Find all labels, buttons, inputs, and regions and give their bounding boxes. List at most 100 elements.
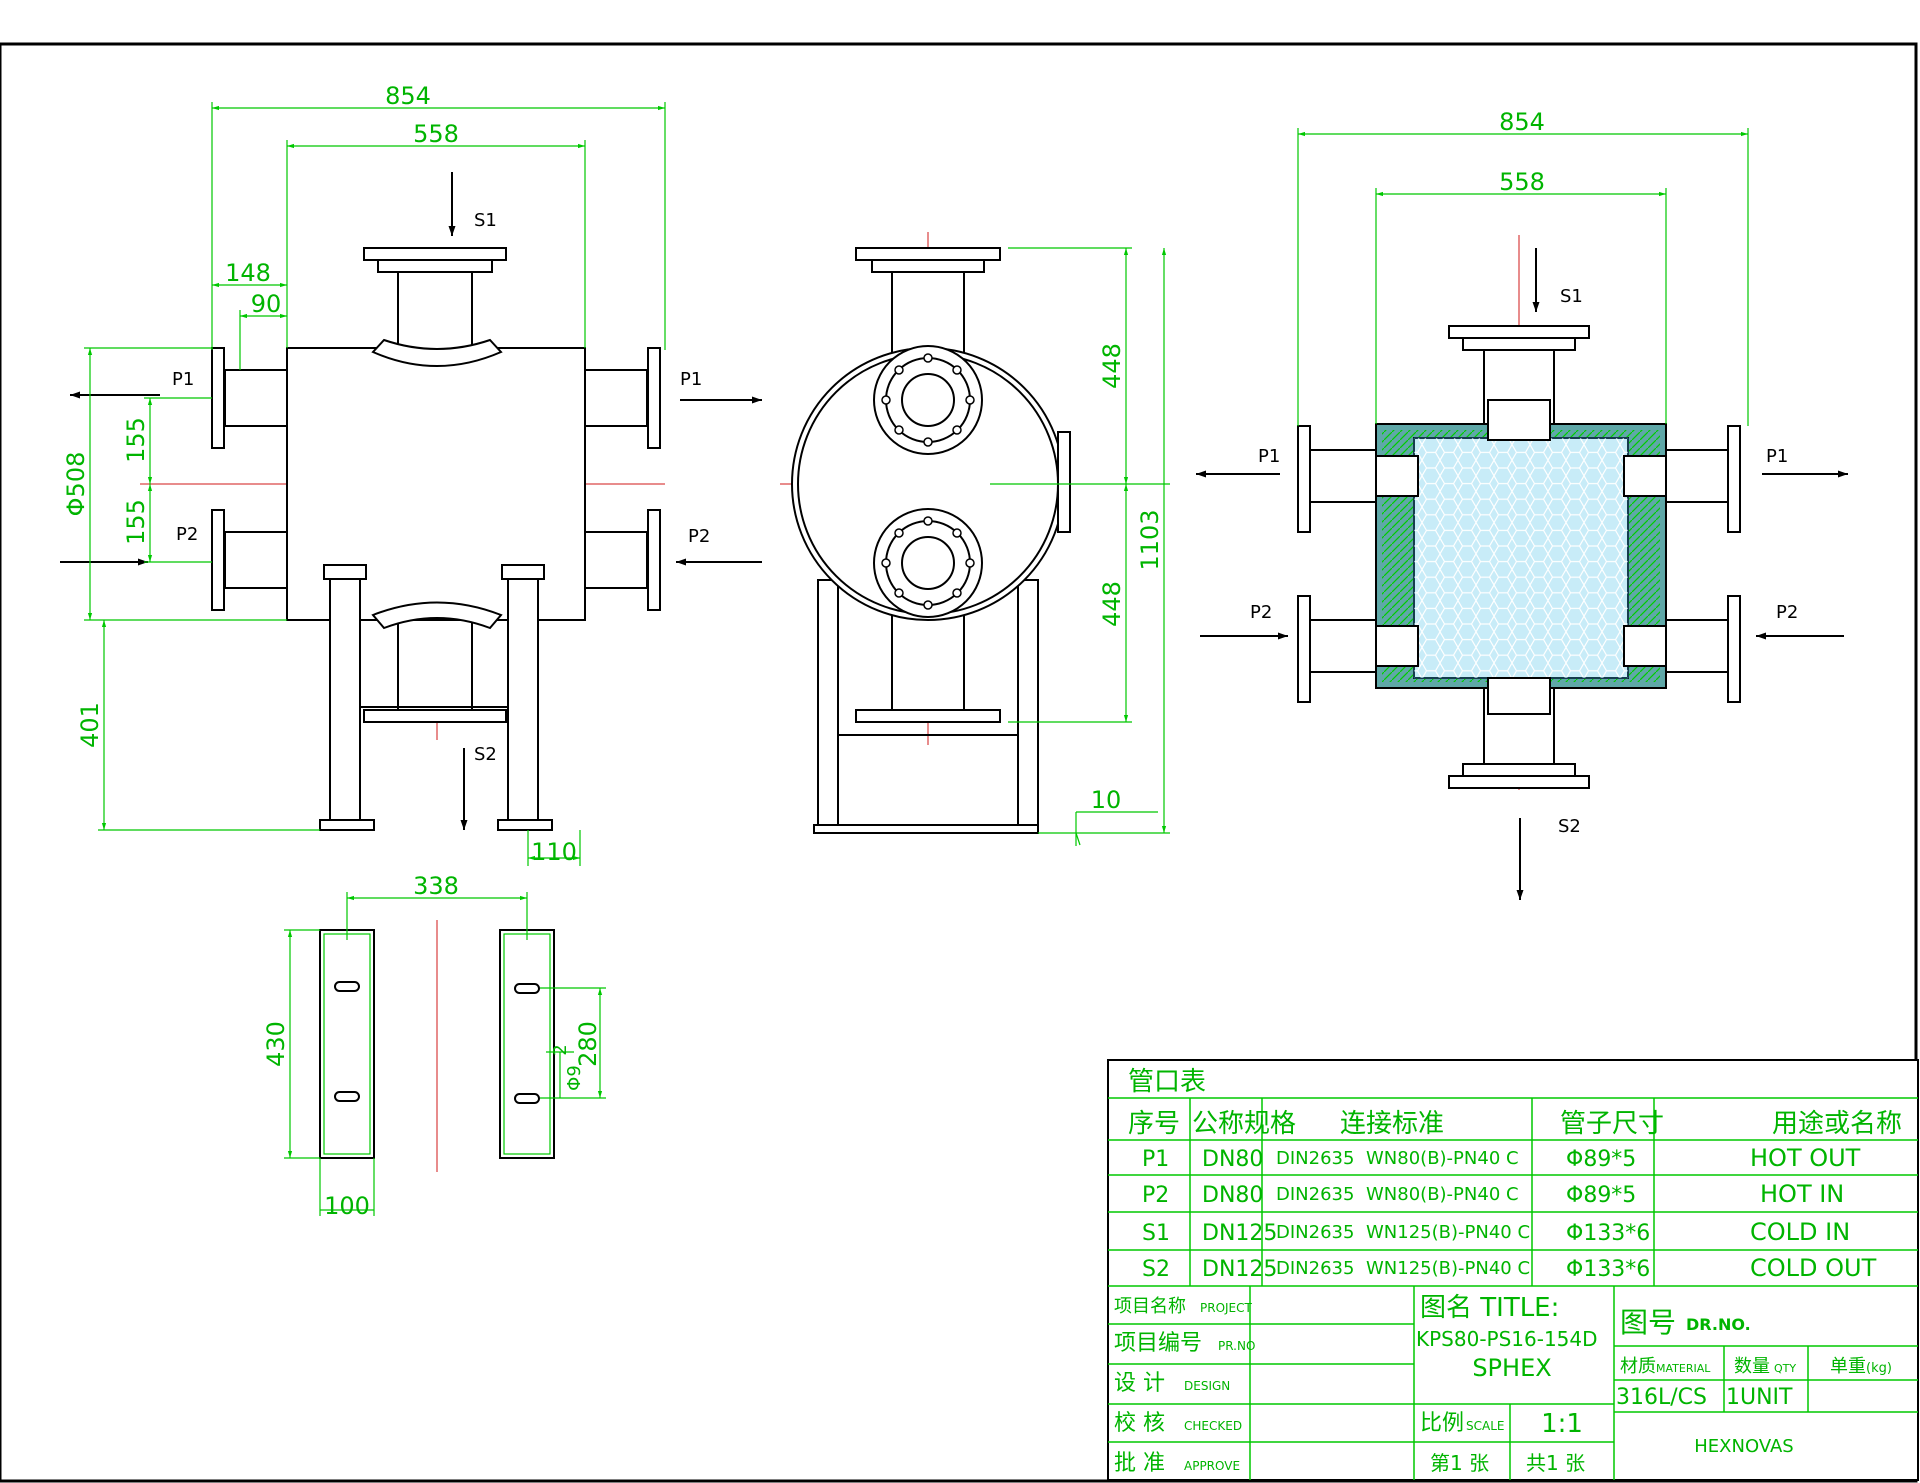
flange-p2-left — [211, 509, 225, 611]
row-size: Φ89*5 — [1566, 1147, 1636, 1172]
dim-front-148: 148 — [225, 259, 271, 287]
design-label-cn: 设 计 — [1114, 1371, 1165, 1396]
leg-left — [329, 564, 361, 828]
row-nominal: DN125 — [1202, 1221, 1277, 1246]
title-block-text: 项目名称 PROJECT 项目编号 PR.NO 设 计 DESIGN 校 核 C… — [1114, 1293, 1892, 1476]
dim-front-90: 90 — [251, 290, 282, 318]
flange-side-top — [855, 247, 1001, 261]
dim-foot-slot-w: 2 — [550, 1044, 571, 1055]
dim-side-10: 10 — [1091, 786, 1122, 814]
row-std1: DIN2635 — [1276, 1258, 1354, 1279]
row-std2: WN80(B)-PN40 C — [1366, 1148, 1519, 1169]
section-label-p2-left: P2 — [1250, 602, 1272, 623]
scale-label-cn: 比例 — [1420, 1411, 1464, 1436]
flange-section-p1-left — [1297, 425, 1311, 533]
row-usage: HOT IN — [1760, 1180, 1844, 1208]
nozzle-table-text: 管口表 序号 公称规格 连接标准 管子尺寸 用途或名称 P1 DN80 DIN2… — [1128, 1067, 1902, 1282]
drawing-border — [0, 42, 1918, 1483]
dim-front-155-bottom: 155 — [122, 499, 150, 545]
qty-label-cn: 数量 — [1734, 1356, 1770, 1377]
row-size: Φ133*6 — [1566, 1221, 1650, 1246]
dim-foot-430: 430 — [262, 1021, 290, 1067]
material-value: 316L/CS — [1616, 1385, 1707, 1410]
dim-foot-100: 100 — [324, 1192, 370, 1220]
checked-label-en: CHECKED — [1184, 1419, 1242, 1433]
row-usage: COLD IN — [1750, 1218, 1850, 1246]
drno-label-en: DR.NO. — [1686, 1315, 1751, 1334]
row-std1: DIN2635 — [1276, 1148, 1354, 1169]
table-row: P2 DN80 DIN2635 WN80(B)-PN40 C Φ89*5 HOT… — [1142, 1180, 1844, 1208]
dim-front-854: 854 — [385, 82, 431, 110]
side-view — [780, 232, 1080, 834]
foot-detail-dimensions — [284, 892, 606, 1216]
flange-section-s2 — [1448, 775, 1590, 789]
row-size: Φ89*5 — [1566, 1183, 1636, 1208]
flange-section-p1-right — [1727, 425, 1741, 533]
title-name: SPHEX — [1472, 1354, 1551, 1382]
dim-side-448-bottom: 448 — [1098, 581, 1126, 627]
front-view — [140, 247, 665, 831]
title-model: KPS80-PS16-154D — [1416, 1327, 1598, 1351]
section-label-p1-left: P1 — [1258, 446, 1280, 467]
row-no: P1 — [1142, 1147, 1169, 1172]
sheet-no: 第1 张 — [1430, 1451, 1489, 1475]
checked-label-cn: 校 核 — [1114, 1411, 1165, 1436]
section-view-arrows — [1196, 248, 1848, 900]
prno-label-cn: 项目编号 — [1114, 1331, 1202, 1356]
port-label-p1-right: P1 — [680, 369, 702, 390]
row-std2: WN125(B)-PN40 C — [1366, 1258, 1530, 1279]
scale-label-en: SCALE — [1466, 1419, 1504, 1433]
side-view-dimensions — [990, 247, 1170, 846]
flange-section-p2-left — [1297, 595, 1311, 703]
section-label-s1: S1 — [1560, 286, 1583, 307]
table-row: S2 DN125 DIN2635 WN125(B)-PN40 C Φ133*6 … — [1142, 1254, 1877, 1282]
dim-side-448-top: 448 — [1098, 343, 1126, 389]
dim-front-558: 558 — [413, 120, 459, 148]
port-label-p2-right: P2 — [688, 526, 710, 547]
section-view-dimensions — [1297, 128, 1749, 426]
foot-left — [319, 929, 375, 1159]
row-usage: COLD OUT — [1750, 1254, 1877, 1282]
section-label-s2: S2 — [1558, 816, 1581, 837]
section-label-p2-right: P2 — [1776, 602, 1798, 623]
row-size: Φ133*6 — [1566, 1257, 1650, 1282]
flange-s1 — [363, 247, 507, 261]
section-view — [1297, 235, 1741, 790]
row-std2: WN125(B)-PN40 C — [1366, 1222, 1530, 1243]
dim-front-155-top: 155 — [122, 417, 150, 463]
port-label-p1-left: P1 — [172, 369, 194, 390]
dim-foot-slot-d: Φ9 — [564, 1065, 585, 1091]
project-label-cn: 项目名称 — [1114, 1296, 1186, 1317]
dim-section-558: 558 — [1499, 168, 1545, 196]
header-standard: 连接标准 — [1340, 1109, 1444, 1139]
weight-label-en: (kg) — [1866, 1361, 1892, 1376]
qty-value: 1UNIT — [1726, 1385, 1793, 1410]
flange-p2-right — [647, 509, 661, 611]
title-label: 图名 TITLE: — [1420, 1293, 1559, 1323]
row-no: P2 — [1142, 1183, 1169, 1208]
foot-detail — [319, 920, 555, 1172]
header-usage: 用途或名称 — [1772, 1109, 1902, 1139]
section-view-dim-text: 854 558 — [1499, 108, 1545, 196]
flange-side-bottom — [855, 709, 1001, 723]
sheet-total: 共1 张 — [1526, 1451, 1585, 1475]
row-nominal: DN125 — [1202, 1257, 1277, 1282]
project-label-en: PROJECT — [1200, 1301, 1253, 1315]
drno-label-cn: 图号 — [1620, 1306, 1676, 1339]
approve-label-cn: 批 准 — [1114, 1451, 1165, 1476]
header-nominal: 公称规格 — [1192, 1109, 1296, 1139]
port-label-p2-left: P2 — [176, 524, 198, 545]
qty-label-en: QTY — [1774, 1362, 1796, 1375]
row-std2: WN80(B)-PN40 C — [1366, 1184, 1519, 1205]
section-label-p1-right: P1 — [1766, 446, 1788, 467]
row-no: S2 — [1142, 1257, 1170, 1282]
flange-section-s1 — [1448, 325, 1590, 339]
foot-detail-dim-text: 338 430 100 280 2 Φ9 — [262, 872, 602, 1220]
front-view-port-labels: S1 S2 P1 P2 P1 P2 — [172, 210, 710, 765]
table-row: S1 DN125 DIN2635 WN125(B)-PN40 C Φ133*6 … — [1142, 1218, 1850, 1246]
prno-label-en: PR.NO — [1218, 1339, 1255, 1353]
header-no: 序号 — [1128, 1109, 1180, 1139]
company-name: HEXNOVAS — [1694, 1436, 1793, 1457]
port-label-s2: S2 — [474, 744, 497, 765]
